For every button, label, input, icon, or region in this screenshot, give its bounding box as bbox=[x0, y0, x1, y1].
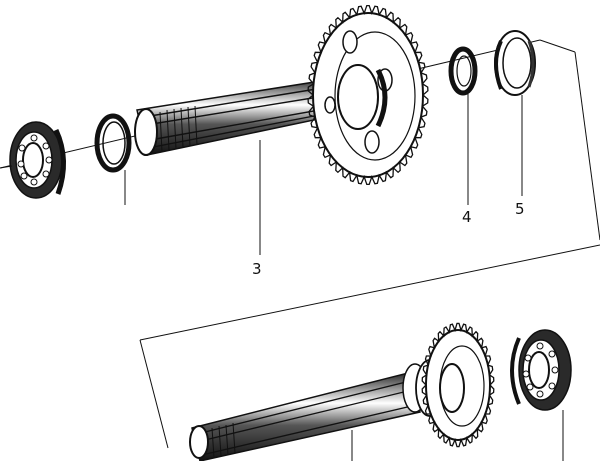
spacer-ring bbox=[448, 46, 478, 96]
mainshaft-with-gear bbox=[134, 4, 429, 186]
bearing-race bbox=[494, 30, 536, 96]
snap-ring-top bbox=[94, 113, 132, 173]
callout-5: 5 bbox=[515, 200, 525, 218]
bearing-left-top bbox=[9, 121, 67, 199]
callout-4: 4 bbox=[462, 208, 472, 226]
countershaft-with-gear bbox=[189, 322, 495, 461]
bearing-right-bottom bbox=[510, 329, 572, 411]
callout-3: 3 bbox=[252, 260, 262, 278]
leader-bearing-left bbox=[0, 165, 13, 169]
